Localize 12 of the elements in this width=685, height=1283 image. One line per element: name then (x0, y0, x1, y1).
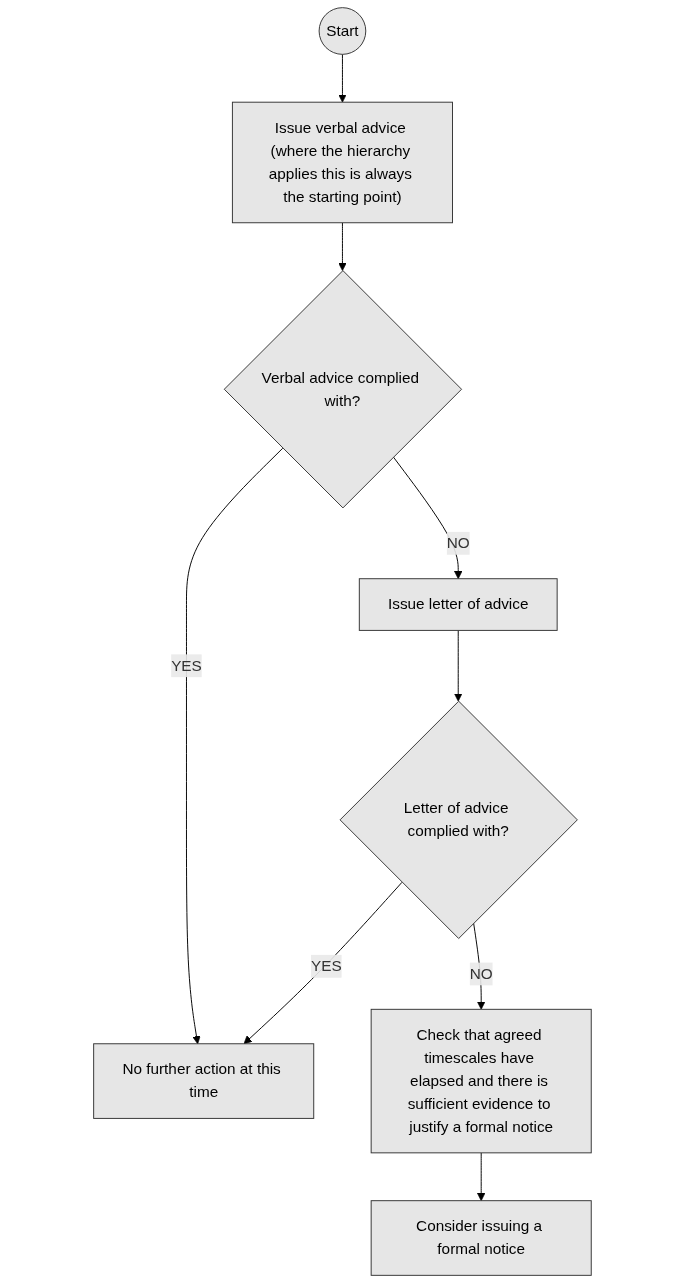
node-box: Issue verbal advice (where the hierarchy applies this is always the starting point) (231, 101, 453, 224)
edge-label: YES (311, 957, 342, 974)
node-box: No further action at this time (93, 1043, 315, 1119)
edge-label: NO (446, 534, 470, 551)
edge-label: NO (469, 965, 493, 982)
edge-label: YES (171, 657, 202, 674)
node-box: Consider issuing a formal notice (370, 1200, 592, 1276)
node-circle: Start (318, 7, 367, 55)
node-box: Check that agreed timescales have elapsed and there is sufficient evidence to justify a formal notice (370, 1008, 592, 1154)
node-diamond: Letter of advice complied with? (339, 700, 578, 939)
node-diamond: Verbal advice complied with? (223, 270, 463, 509)
node-box: Issue letter of advice (358, 578, 558, 631)
